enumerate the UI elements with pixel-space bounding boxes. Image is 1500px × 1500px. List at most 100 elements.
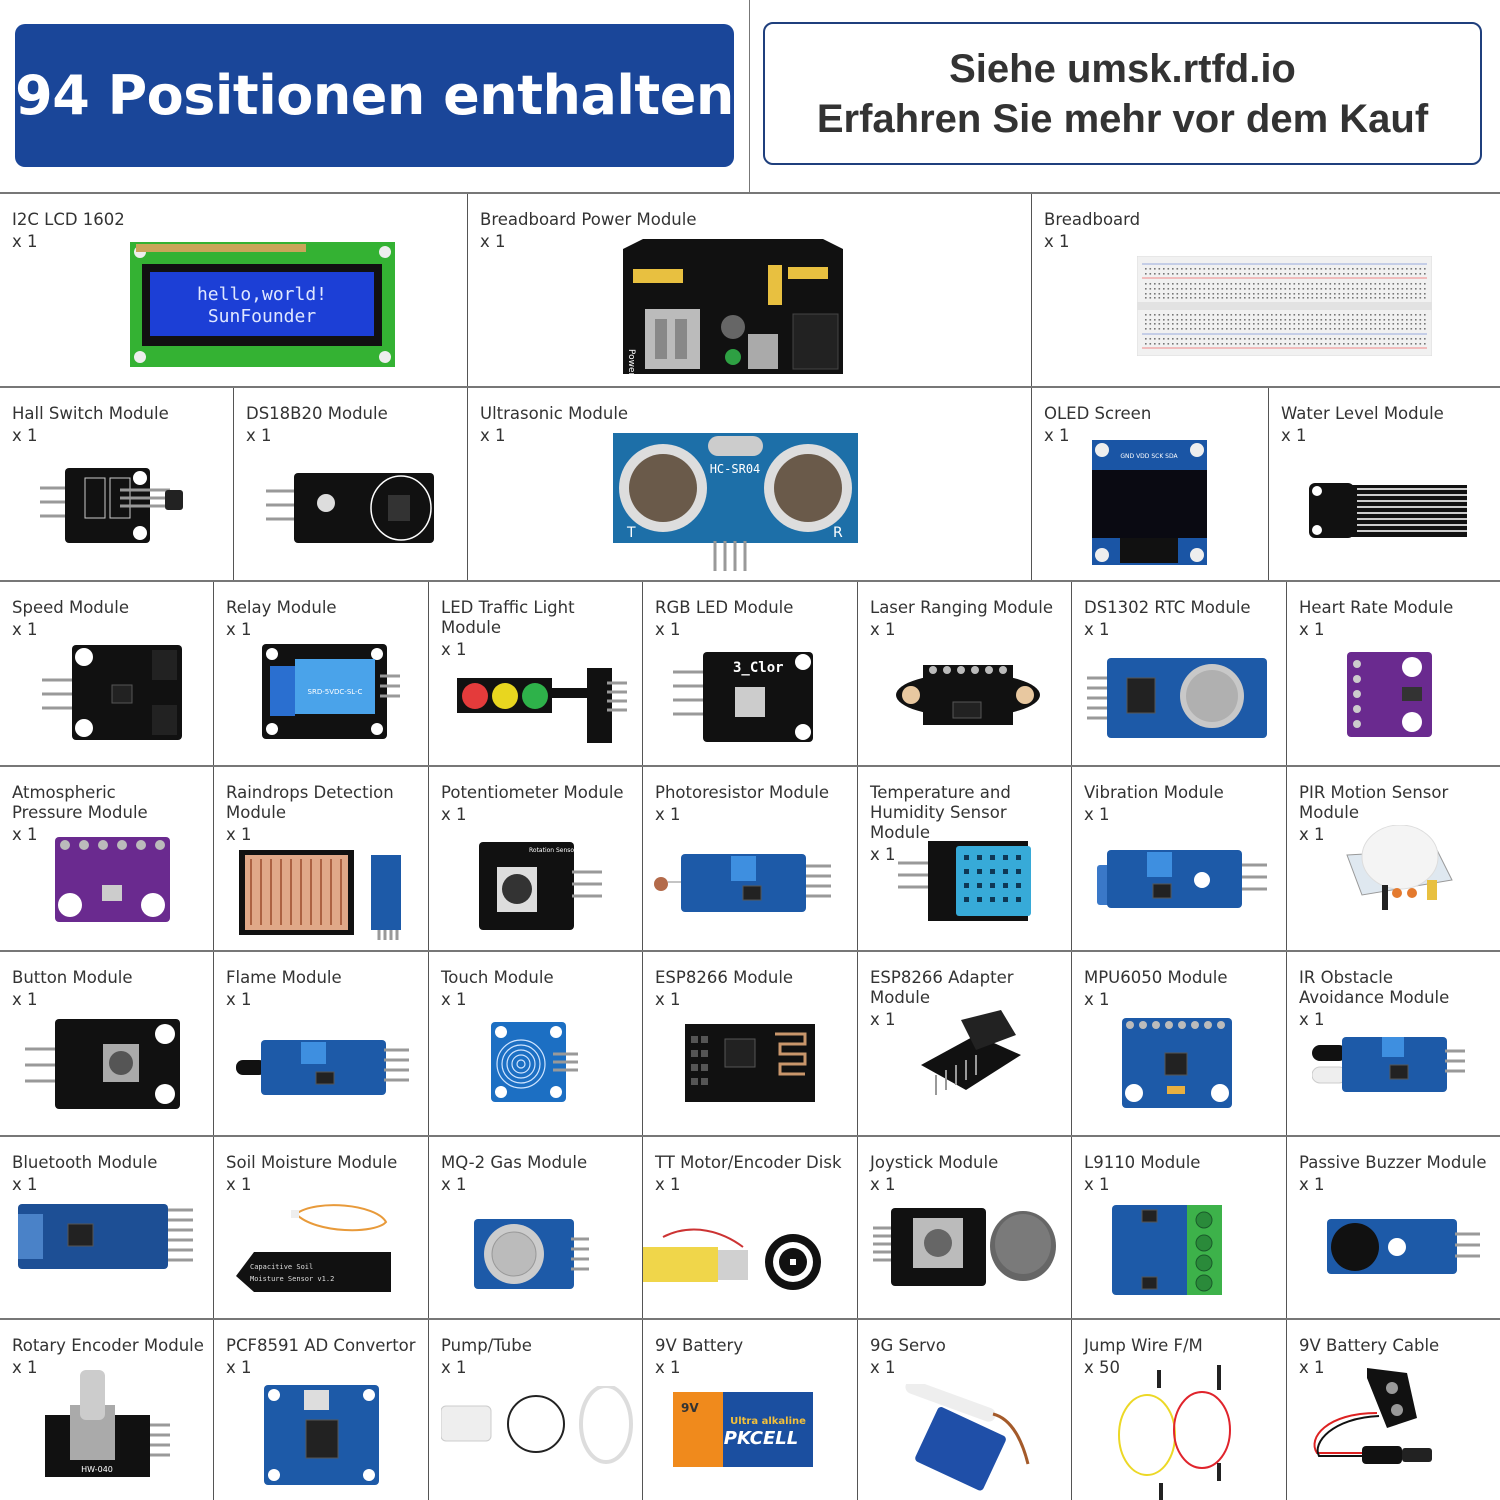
- esp8266-module-icon: [685, 1024, 815, 1108]
- component-name: ESP8266 Adapter Module: [870, 968, 1014, 1007]
- component-name: Soil Moisture Module: [226, 1153, 398, 1172]
- jump-wire-icon: [1117, 1365, 1237, 1500]
- breadboard-icon: [1136, 255, 1433, 360]
- component-quantity: x 1: [226, 1175, 252, 1194]
- component-quantity: x 1: [441, 990, 467, 1009]
- battery-cable-icon: [1307, 1368, 1437, 1482]
- component-name: Breadboard: [1044, 210, 1141, 229]
- component-name: Laser Ranging Module: [870, 598, 1053, 617]
- component-name: MPU6050 Module: [1084, 968, 1228, 987]
- button-module-icon: [25, 1019, 180, 1113]
- svg-text:SRD-5VDC-SL-C: SRD-5VDC-SL-C: [308, 688, 363, 696]
- component-name: DS18B20 Module: [246, 404, 388, 423]
- component-name: Heart Rate Module: [1299, 598, 1454, 617]
- component-name: Hall Switch Module: [12, 404, 169, 423]
- component-quantity: x 1: [1084, 805, 1110, 824]
- svg-text:R: R: [833, 525, 843, 541]
- component-name: Passive Buzzer Module: [1299, 1153, 1487, 1172]
- pcf8591-module-icon: [264, 1385, 379, 1489]
- component-name: I2C LCD 1602: [12, 210, 125, 229]
- component-quantity: x 1: [1084, 990, 1110, 1009]
- svg-text:PKCELL: PKCELL: [724, 1428, 798, 1449]
- component-quantity: x 1: [870, 1358, 896, 1377]
- component-name: Rotary Encoder Module: [12, 1336, 204, 1355]
- component-quantity: x 1: [870, 620, 896, 639]
- component-name: RGB LED Module: [655, 598, 794, 617]
- component-quantity: x 1: [870, 845, 896, 864]
- header: 94 Positionen enthalten Siehe umsk.rtfd.…: [0, 0, 1500, 192]
- component-quantity: x 1: [1281, 426, 1307, 445]
- component-quantity: x 1: [12, 232, 38, 251]
- component-quantity: x 1: [870, 1010, 896, 1029]
- component-row: Rotary Encoder Module x 1 HW-040 PCF8591 AD…: [0, 1318, 1500, 1500]
- buzzer-module-icon: [1327, 1219, 1482, 1278]
- component-quantity: x 1: [480, 232, 506, 251]
- mpu6050-module-icon: [1122, 1018, 1232, 1112]
- component-name: Water Level Module: [1281, 404, 1444, 423]
- lcd-line-1: hello,world!: [197, 284, 327, 305]
- component-quantity: x 1: [226, 825, 252, 844]
- component-quantity: x 1: [12, 990, 38, 1009]
- component-quantity: x 50: [1084, 1358, 1121, 1377]
- info-learn-more-text: Erfahren Sie mehr vor dem Kauf: [816, 96, 1429, 141]
- component-name: PIR Motion Sensor Module: [1299, 783, 1449, 822]
- svg-text:Ultra alkaline: Ultra alkaline: [730, 1416, 806, 1427]
- component-label: ESP8266 Adapter Module x 1: [870, 968, 1067, 1030]
- svg-text:HW-040: HW-040: [81, 1465, 113, 1474]
- ir-obstacle-module-icon: [1311, 1037, 1467, 1101]
- component-label: MPU6050 Module x 1: [1084, 968, 1282, 1010]
- component-quantity: x 1: [655, 1358, 681, 1377]
- header-divider: [749, 0, 750, 192]
- component-name: MQ-2 Gas Module: [441, 1153, 588, 1172]
- rtc-module-icon: [1087, 658, 1267, 742]
- svg-text:Capacitive Soil: Capacitive Soil: [250, 1263, 313, 1271]
- item-count-text: 94 Positionen enthalten: [15, 64, 734, 127]
- component-quantity: x 1: [441, 1358, 467, 1377]
- component-quantity: x 1: [1084, 1175, 1110, 1194]
- component-card: Water Level Module x 1: [1268, 388, 1500, 580]
- svg-text:T: T: [626, 525, 636, 541]
- water-level-module-icon: [1309, 483, 1469, 547]
- svg-text:Rotation Sensor: Rotation Sensor: [529, 847, 577, 854]
- component-name: Joystick Module: [870, 1153, 999, 1172]
- component-quantity: x 1: [226, 1358, 252, 1377]
- servo-icon: [903, 1379, 1033, 1498]
- component-quantity: x 1: [655, 990, 681, 1009]
- svg-text:9V: 9V: [681, 1401, 699, 1415]
